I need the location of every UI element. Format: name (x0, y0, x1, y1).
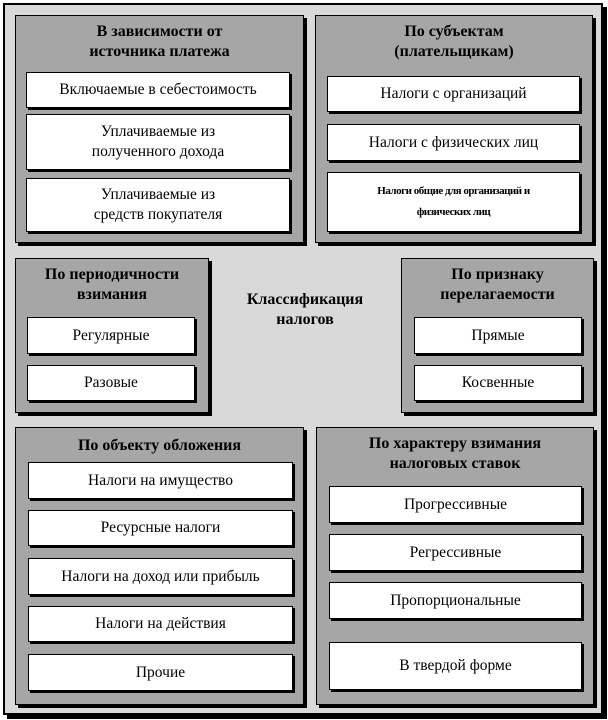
group-title: По объекту обложения (77, 437, 242, 454)
group-title: По периодичности взимания (44, 266, 180, 303)
item-proportional: Пропорциональные (329, 582, 582, 619)
group-by-rates: По характеру взимания налоговых ставок П… (316, 427, 594, 705)
item-regular: Регулярные (27, 317, 195, 354)
item-resource-taxes: Ресурсные налоги (28, 510, 293, 546)
item-common-taxes: Налоги общие для организаций и физически… (327, 172, 580, 232)
group-by-object: По объекту обложения Налоги на имущество… (15, 427, 304, 705)
group-title: По субъектам (плательщикам) (394, 23, 514, 60)
item-paid-from-income: Уплачиваемые из полученного дохода (26, 114, 290, 170)
group-by-periodicity: По периодичности взимания Регулярные Раз… (15, 258, 209, 413)
group-by-shiftability: По признаку перелагаемости Прямые Косвен… (401, 258, 594, 413)
group-title: По признаку перелагаемости (440, 266, 555, 303)
item-indirect: Косвенные (414, 365, 582, 401)
item-fixed-form: В твердой форме (329, 642, 582, 690)
item-action-taxes: Налоги на действия (28, 606, 293, 642)
item-paid-from-buyer-funds: Уплачиваемые из средств покупателя (26, 178, 290, 232)
item-organization-taxes: Налоги с организаций (327, 76, 580, 112)
group-by-subjects: По субъектам (плательщикам) Налоги с орг… (315, 15, 593, 243)
item-other: Прочие (28, 654, 293, 691)
item-one-time: Разовые (27, 365, 195, 401)
item-direct: Прямые (414, 317, 582, 354)
group-title: В зависимости от источника платежа (89, 23, 230, 60)
item-individual-taxes: Налоги с физических лиц (327, 124, 580, 161)
item-included-in-cost: Включаемые в себестоимость (26, 72, 290, 108)
item-progressive: Прогрессивные (329, 486, 582, 523)
item-income-profit-taxes: Налоги на доход или прибыль (28, 558, 293, 595)
group-source-of-payment: В зависимости от источника платежа Включ… (15, 15, 304, 243)
item-regressive: Регрессивные (329, 534, 582, 571)
group-title: По характеру взимания налоговых ставок (368, 435, 542, 472)
item-property-taxes: Налоги на имущество (28, 462, 293, 499)
center-label: Классификация налогов (246, 291, 364, 328)
